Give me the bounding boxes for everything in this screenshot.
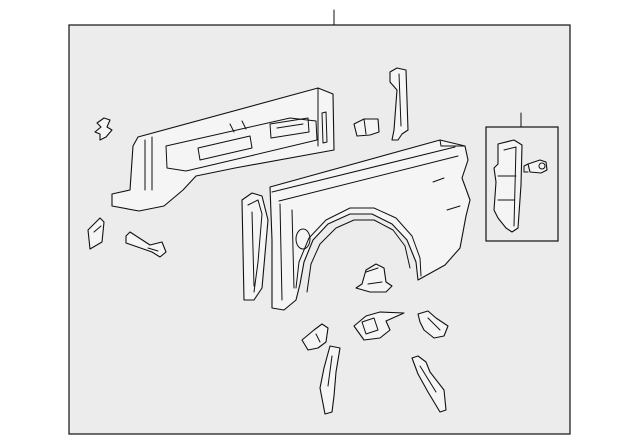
inset-side-panel [493,139,523,233]
inner-bed-side-panel [111,87,335,212]
left-clip [94,117,113,141]
small-corner-bracket [353,118,380,137]
left-angled-brace [125,231,167,258]
left-small-bracket [87,217,105,250]
lower-right-bracket [417,310,449,339]
outer-fender-panel [269,139,471,311]
inset-clip [523,159,548,174]
lower-left-strip [319,345,341,415]
lower-right-strip [411,355,447,413]
center-support-bracket [355,263,393,293]
upper-vertical-bracket [389,67,409,141]
front-pillar-reinforcement [241,192,269,301]
lower-left-bracket [301,323,329,351]
lower-center-bracket [353,311,405,341]
